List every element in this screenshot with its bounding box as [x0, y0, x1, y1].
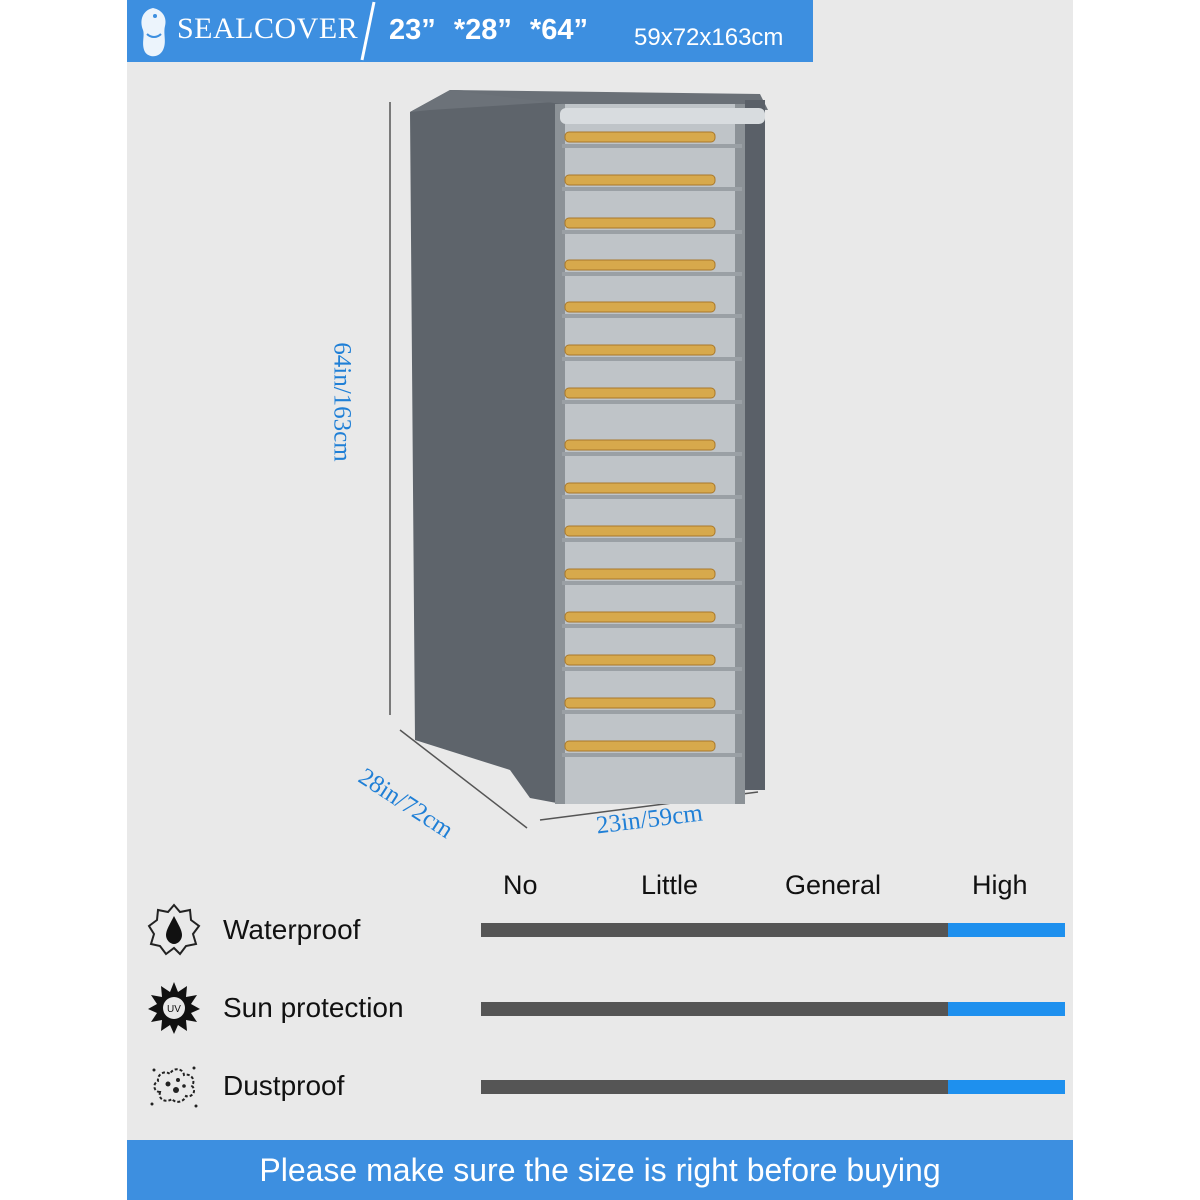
feature-level-fill: [948, 923, 1065, 937]
dimensions-inches: 23” *28” *64”: [389, 14, 588, 46]
feature-label: Waterproof: [223, 914, 361, 945]
brand-logo: SEALCOVER: [127, 0, 364, 62]
bread-trays: [562, 131, 742, 757]
level-no: No: [503, 870, 538, 900]
water-drop-icon: [147, 903, 201, 956]
level-general: General: [785, 870, 882, 900]
uv-sun-icon: UV: [148, 982, 200, 1034]
feature-level-bar: [481, 1080, 1065, 1094]
footer-banner: Please make sure the size is right befor…: [127, 1140, 1073, 1200]
feature-label: Sun protection: [223, 992, 404, 1023]
brand-name: SEALCOVER: [177, 12, 359, 45]
footer-notice: Please make sure the size is right befor…: [259, 1152, 941, 1188]
header-divider: [360, 1, 376, 61]
feature-row-waterproof: Waterproof: [140, 902, 1080, 962]
svg-text:UV: UV: [167, 1004, 181, 1015]
dust-icon: [150, 1066, 198, 1108]
feature-level-fill: [948, 1002, 1065, 1016]
dimensions-cm: 59x72x163cm: [634, 24, 784, 51]
rack-cover-illustration: [389, 90, 768, 829]
level-high: High: [972, 870, 1028, 900]
feature-label: Dustproof: [223, 1070, 345, 1101]
feature-level-bar: [481, 1002, 1065, 1016]
level-little: Little: [641, 870, 699, 900]
feature-level-fill: [948, 1080, 1065, 1094]
feature-level-bar: [481, 923, 1065, 937]
feature-row-sun-protection: UV Sun protection: [140, 980, 1080, 1040]
seal-logo-icon: [141, 8, 166, 57]
height-measurement: 64in/163cm: [328, 342, 356, 462]
feature-row-dustproof: Dustproof: [140, 1058, 1080, 1118]
header-banner: SEALCOVER 23” *28” *64” 59x72x163cm: [127, 0, 813, 62]
